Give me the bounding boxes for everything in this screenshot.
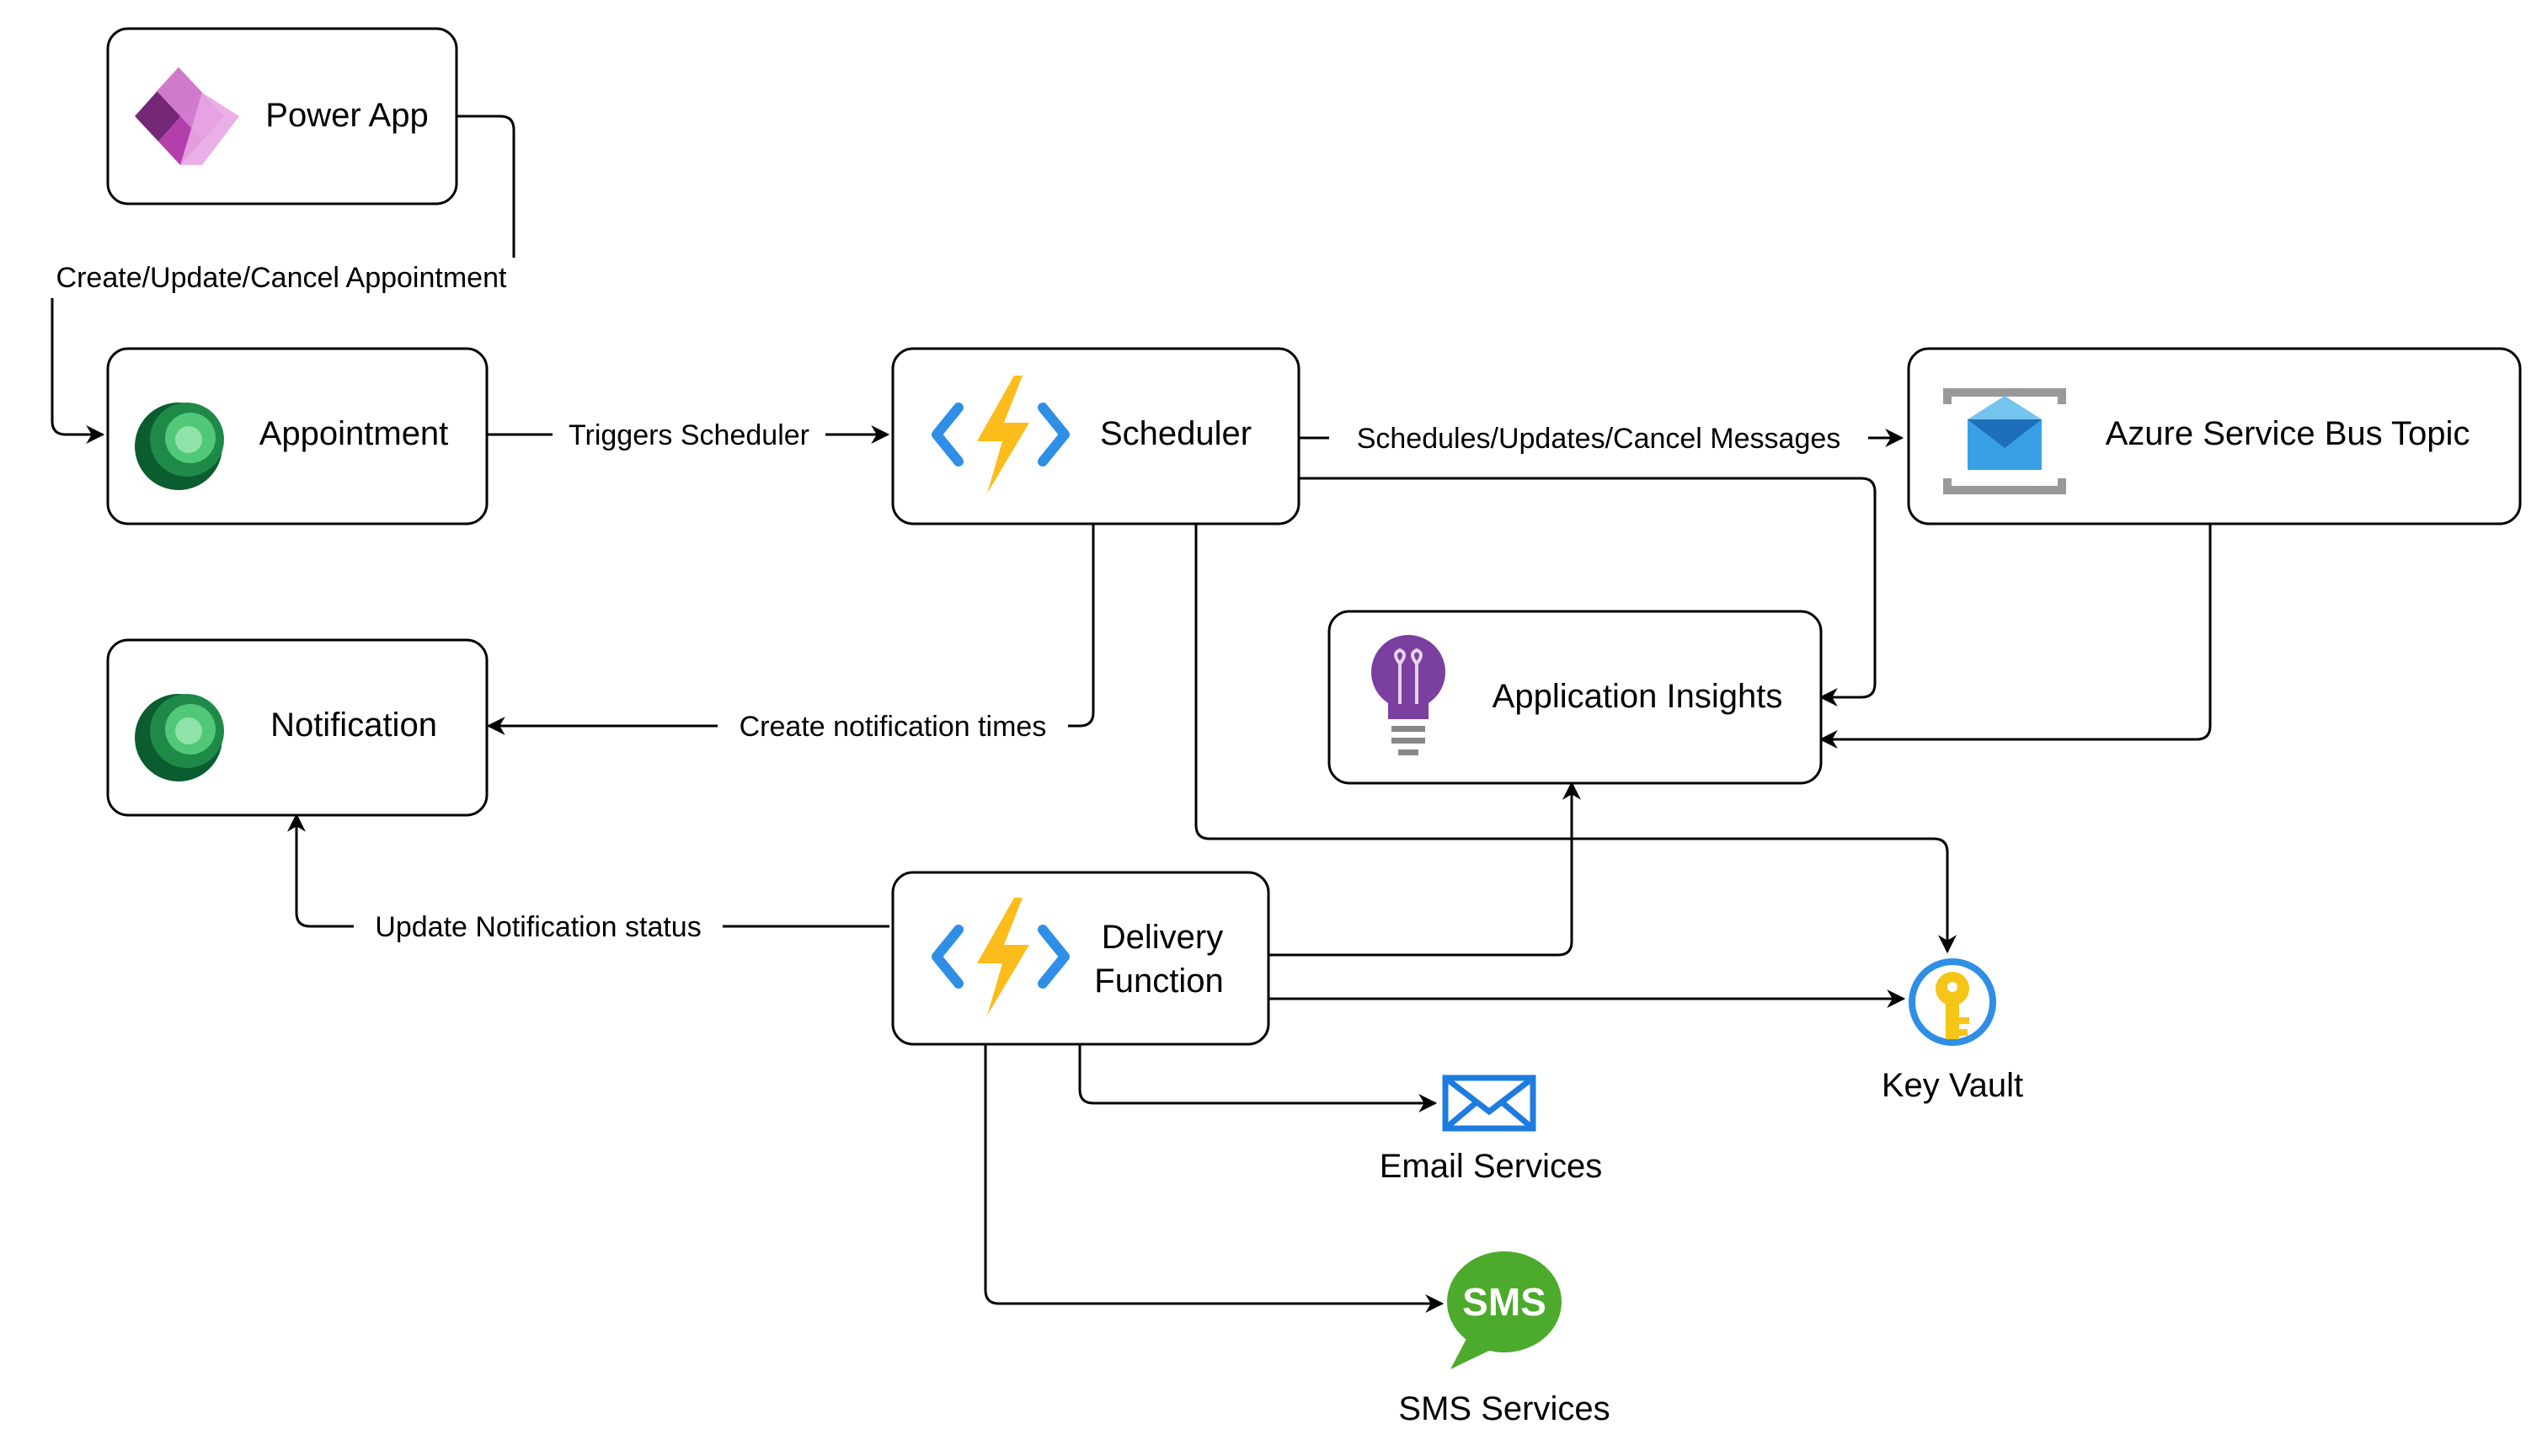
edge-delivery-to-sms — [984, 1044, 1445, 1313]
label-schedules-messages: Schedules/Updates/Cancel Messages — [1357, 423, 1841, 455]
node-label: SMS Services — [1398, 1390, 1610, 1427]
edge-delivery-to-notification — [287, 813, 889, 928]
envelope-icon — [1442, 1075, 1536, 1132]
power-apps-icon — [135, 67, 239, 165]
node-label-line1: Delivery — [1102, 919, 1223, 956]
edge-scheduler-to-notification — [486, 524, 1095, 735]
azure-function-icon — [932, 376, 1070, 493]
edge-delivery-to-insights — [1268, 781, 1581, 957]
node-label: Power App — [265, 97, 428, 134]
node-sms-services[interactable]: SMS SMS Services — [1398, 1251, 1610, 1427]
node-email-services[interactable]: Email Services — [1380, 1075, 1603, 1185]
edge-servicebus-to-insights — [1818, 524, 2212, 749]
sms-bubble-icon: SMS — [1447, 1251, 1562, 1369]
node-power-app[interactable]: Power App — [106, 27, 458, 205]
node-notification[interactable]: Notification — [106, 638, 489, 817]
edge-delivery-to-email — [1078, 1044, 1438, 1112]
dataverse-icon — [135, 403, 224, 490]
service-bus-icon — [1943, 388, 2066, 494]
label-triggers-scheduler: Triggers Scheduler — [569, 419, 809, 451]
node-label: Scheduler — [1100, 415, 1252, 452]
node-label: Application Insights — [1493, 678, 1783, 715]
node-label: Azure Service Bus Topic — [2106, 415, 2470, 452]
node-scheduler[interactable]: Scheduler — [891, 347, 1300, 525]
node-service-bus[interactable]: Azure Service Bus Topic — [1907, 347, 2522, 525]
label-create-update-cancel: Create/Update/Cancel Appointment — [56, 262, 507, 294]
node-label-line2: Function — [1094, 963, 1223, 1000]
node-app-insights[interactable]: Application Insights — [1327, 610, 1823, 785]
node-label: Email Services — [1380, 1148, 1603, 1185]
node-label: Notification — [270, 707, 437, 744]
node-label: Appointment — [259, 415, 449, 452]
edge-labels: Create/Update/Cancel Appointment Trigger… — [29, 258, 1868, 945]
key-icon — [1909, 958, 1996, 1046]
label-update-notification-status: Update Notification status — [375, 911, 701, 943]
edge-scheduler-to-insights — [1299, 477, 1877, 707]
lightbulb-icon — [1371, 635, 1445, 755]
label-create-notification-times: Create notification times — [740, 711, 1047, 743]
node-appointment[interactable]: Appointment — [106, 347, 489, 525]
node-delivery-function[interactable]: Delivery Function — [891, 871, 1270, 1046]
dataverse-icon — [135, 694, 224, 781]
sms-glyph: SMS — [1462, 1280, 1546, 1324]
node-label: Key Vault — [1882, 1067, 2023, 1104]
node-key-vault[interactable]: Key Vault — [1882, 958, 2023, 1104]
azure-function-icon — [932, 898, 1070, 1016]
